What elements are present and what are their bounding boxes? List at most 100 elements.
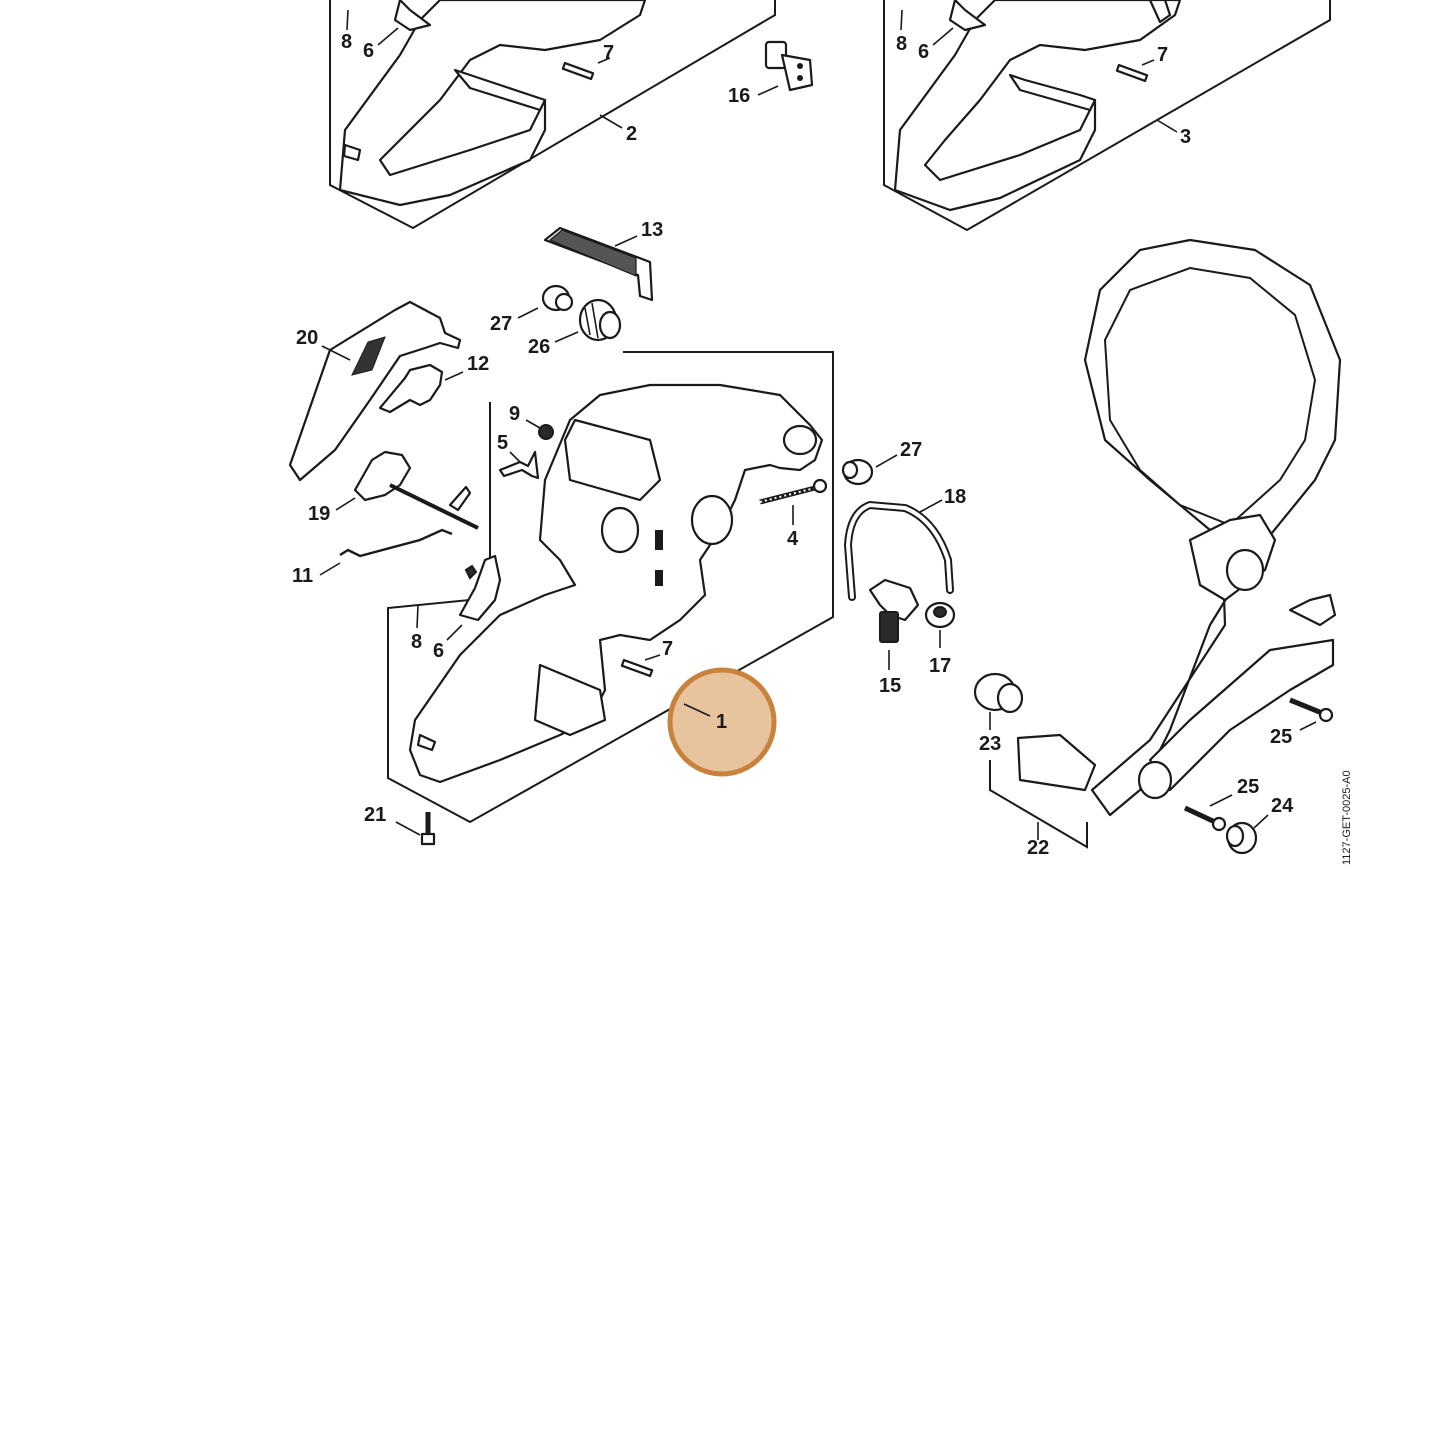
callout-20: 20 [296, 327, 318, 349]
housing-1-detail-b [655, 570, 663, 586]
housing-variant-3 [883, 0, 1331, 232]
part-6-trigger-main [458, 554, 502, 622]
screw-25-upper-head [1318, 707, 1334, 723]
leader-8c [416, 604, 419, 629]
cap-24-face [1225, 824, 1245, 848]
callout-15: 15 [879, 675, 901, 697]
pin-7-top-left [561, 61, 595, 81]
part-18-tube-inner [845, 502, 952, 599]
buffer-26-face [598, 310, 622, 340]
pin-7-main [620, 658, 654, 678]
bracket-16-hole-a [797, 63, 803, 69]
handlebar-clip [1288, 593, 1337, 627]
callout-2: 2 [626, 123, 637, 145]
bracket-16-plate [780, 53, 814, 92]
callout-12: 12 [467, 353, 489, 375]
leader-2 [599, 114, 623, 129]
housing-1-handle-rest [533, 663, 607, 737]
leader-25a [1299, 721, 1317, 731]
frame-3 [883, 0, 1331, 232]
leader-6b [932, 27, 954, 46]
leader-11 [319, 562, 341, 576]
valve-15-body [868, 578, 920, 622]
housing-2-trigger [393, 0, 432, 32]
part-24-cap [1225, 821, 1258, 855]
buffer-26-ribs [584, 302, 599, 339]
leader-16 [757, 85, 779, 96]
part-13-grille [543, 226, 654, 302]
callout-26: 26 [528, 336, 550, 358]
callout-9: 9 [509, 403, 520, 425]
leader-5 [509, 451, 521, 463]
housing-main-1 [387, 351, 834, 824]
cover-20-body [288, 300, 462, 482]
callout-6-top-right: 6 [918, 41, 929, 63]
housing-3-body [893, 0, 1182, 212]
leader-24 [1253, 814, 1269, 829]
leader-12 [444, 371, 464, 381]
callout-25-lower: 25 [1237, 776, 1259, 798]
part-17-valve [924, 601, 956, 629]
callout-3: 3 [1180, 126, 1191, 148]
part-15-valve [868, 578, 920, 643]
leader-13 [614, 235, 638, 247]
part-25-screw-lower [1183, 805, 1227, 832]
callout-8-top-left: 8 [341, 31, 352, 53]
callout-27-right: 27 [900, 439, 922, 461]
part-23-buffer [973, 672, 1024, 714]
callout-4: 4 [787, 528, 799, 550]
part-9-nut [538, 424, 554, 440]
throttle-19-body [353, 450, 412, 502]
frame-22 [989, 760, 1088, 849]
housing-3-trigger [948, 0, 987, 32]
callout-16: 16 [728, 85, 750, 107]
part-11-rod [339, 528, 453, 558]
callout-27-top: 27 [490, 313, 512, 335]
callout-6-top-left: 6 [363, 40, 374, 62]
valve-15-stem [879, 611, 899, 643]
part-5-clip [498, 450, 540, 480]
leader-26 [554, 331, 579, 343]
callout-22: 22 [1027, 837, 1049, 859]
grille-13-mesh [548, 229, 637, 277]
callout-23: 23 [979, 733, 1001, 755]
callout-8-main: 8 [411, 631, 422, 653]
leader-7c [644, 654, 661, 661]
housing-1-port-left [600, 506, 640, 554]
housing-3-latch [1148, 0, 1172, 24]
leader-6c [446, 624, 463, 641]
callout-7-top-left: 7 [603, 42, 614, 64]
screw-21-head [420, 832, 436, 846]
drawing-code: 1127-GET-0025-A0 [1341, 770, 1353, 865]
callout-25-upper: 25 [1270, 726, 1292, 748]
part-18-tube-outline [843, 500, 954, 601]
handlebar-foot [1016, 733, 1097, 792]
leader-8b [900, 9, 903, 31]
leader-3 [1156, 119, 1178, 133]
housing-variant-2 [329, 0, 776, 230]
part-8-spring-main [464, 564, 478, 580]
callout-17: 17 [929, 655, 951, 677]
highlight-circle-part-1[interactable] [667, 667, 777, 777]
bracket-16-hole-b [797, 75, 803, 81]
housing-3-handle-rest [1008, 73, 1097, 112]
plug-27-top-face [554, 292, 574, 312]
screw-4-shaft [759, 485, 816, 505]
housing-1-mount-eye [782, 424, 818, 456]
callout-1[interactable]: 1 [716, 711, 727, 733]
part-16-bracket [764, 40, 814, 92]
callout-13: 13 [641, 219, 663, 241]
frame-2 [329, 0, 776, 230]
part-25-screw-upper [1289, 697, 1334, 723]
leader-9 [525, 419, 541, 429]
callout-24: 24 [1271, 795, 1294, 817]
leader-8a [346, 9, 349, 31]
housing-1-port-right [690, 494, 734, 546]
part-27-plug-right [841, 458, 874, 486]
handlebar-base-plate [1148, 638, 1335, 792]
leader-27a [517, 307, 539, 319]
part-20-cover [288, 300, 462, 482]
part-4-screw [759, 478, 828, 505]
leader-27b [875, 454, 898, 468]
